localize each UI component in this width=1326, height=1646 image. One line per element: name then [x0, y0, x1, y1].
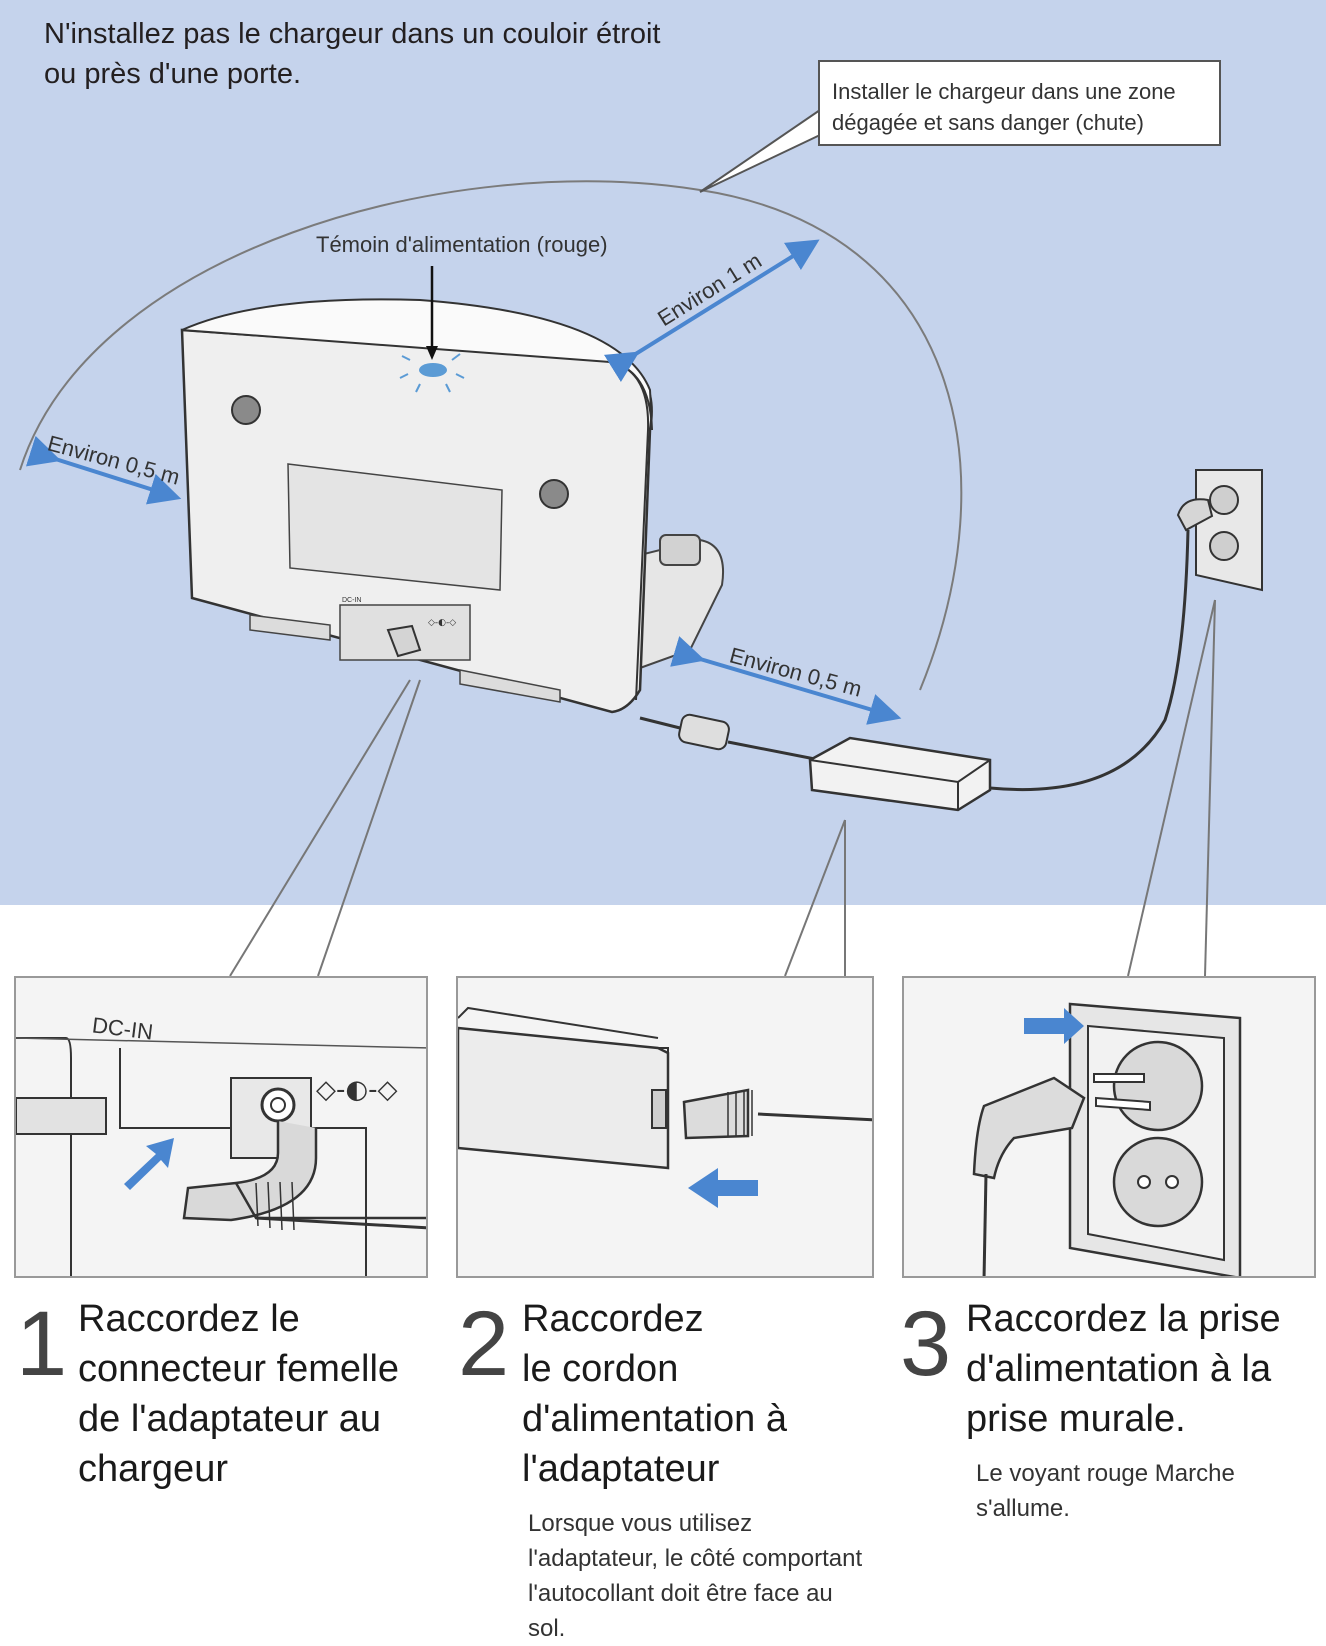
power-indicator-label: Témoin d'alimentation (rouge) — [316, 232, 608, 257]
charger-dc-in-label: DC-IN — [342, 597, 361, 604]
step-3-note-line-1: Le voyant rouge Marche — [976, 1460, 1235, 1487]
warning-line-1: N'installez pas le chargeur dans un coul… — [44, 18, 661, 50]
step-3-title-line-2: d'alimentation à la — [966, 1348, 1272, 1390]
step-3: 3 Raccordez la prise d'alimentation à la… — [900, 1296, 1320, 1596]
step-2-note-line-2: l'adaptateur, le côté comportant — [528, 1545, 863, 1572]
step-2: 2 Raccordez le cordon d'alimentation à l… — [458, 1296, 878, 1645]
step-2-title-line-1: Raccordez — [522, 1298, 704, 1340]
step-3-title-line-1: Raccordez la prise — [966, 1298, 1281, 1340]
step-3-note-line-2: s'allume. — [976, 1495, 1070, 1522]
step-2-title-line-2: le cordon — [522, 1348, 679, 1390]
step-3-note: Le voyant rouge Marche s'allume. — [976, 1456, 1235, 1526]
power-indicator-icon — [399, 266, 465, 393]
safe-zone-arc — [19, 180, 963, 691]
step-1-panel: ◇-◐-◇ DC-IN — [14, 976, 428, 1278]
step-3-title-line-3: prise murale. — [966, 1398, 1186, 1440]
adapter-closeup — [458, 1006, 872, 1208]
power-adapter — [808, 736, 992, 812]
step-2-title-line-3: d'alimentation à — [522, 1398, 787, 1440]
direction-arrow-icon — [1024, 1008, 1084, 1044]
direction-arrow-icon — [124, 1138, 174, 1190]
zoom-leaders — [229, 599, 1216, 977]
dc-symbol-icon: ◇-◐-◇ — [316, 1075, 397, 1105]
step-1-title: Raccordez le connecteur femelle de l'ada… — [78, 1294, 399, 1494]
direction-arrow-icon — [688, 1168, 758, 1208]
wall-outlet — [1176, 469, 1263, 592]
step-1-title-line-1: Raccordez le — [78, 1298, 300, 1340]
power-cables — [639, 529, 1190, 792]
step-2-note-line-1: Lorsque vous utilisez — [528, 1510, 753, 1537]
dc-in-closeup: ◇-◐-◇ — [16, 1037, 426, 1276]
charger-body: DC-IN ◇-◐-◇ — [180, 298, 653, 714]
warning-line-2: ou près d'une porte. — [44, 58, 302, 90]
step-2-note: Lorsque vous utilisez l'adaptateur, le c… — [528, 1506, 862, 1646]
charger-dc-symbol-icon: ◇-◐-◇ — [428, 618, 456, 628]
step-2-title-line-4: l'adaptateur — [522, 1448, 720, 1490]
step-2-number: 2 — [458, 1293, 510, 1395]
warning-title: N'installez pas le chargeur dans un coul… — [44, 14, 660, 94]
step-3-title: Raccordez la prise d'alimentation à la p… — [966, 1294, 1281, 1444]
cable-ferrite — [678, 713, 730, 751]
direction-arrow-icon — [25, 239, 902, 725]
step-3-panel — [902, 976, 1316, 1278]
scene-illustration: DC-IN ◇-◐-◇ — [19, 109, 1263, 977]
step-2-title: Raccordez le cordon d'alimentation à l'a… — [522, 1294, 787, 1494]
step-2-panel — [456, 976, 874, 1278]
step-2-note-line-3: l'autocollant doit être face au — [528, 1580, 833, 1607]
callout-line-1: Installer le chargeur dans une zone — [832, 79, 1176, 104]
step-1-title-line-3: de l'adaptateur au — [78, 1398, 382, 1440]
step-1-number: 1 — [16, 1293, 68, 1395]
step-1: 1 Raccordez le connecteur femelle de l'a… — [16, 1296, 436, 1636]
step-2-note-line-4: sol. — [528, 1615, 566, 1642]
step-3-number: 3 — [900, 1293, 952, 1395]
step-1-title-line-4: chargeur — [78, 1448, 228, 1490]
safe-zone-callout: Installer le chargeur dans une zone déga… — [818, 60, 1221, 146]
callout-pointer — [699, 109, 821, 193]
step-1-title-line-2: connecteur femelle — [78, 1348, 400, 1390]
wall-outlet-closeup — [972, 1002, 1242, 1276]
callout-line-2: dégagée et sans danger (chute) — [832, 110, 1144, 135]
dc-plug — [386, 624, 422, 658]
